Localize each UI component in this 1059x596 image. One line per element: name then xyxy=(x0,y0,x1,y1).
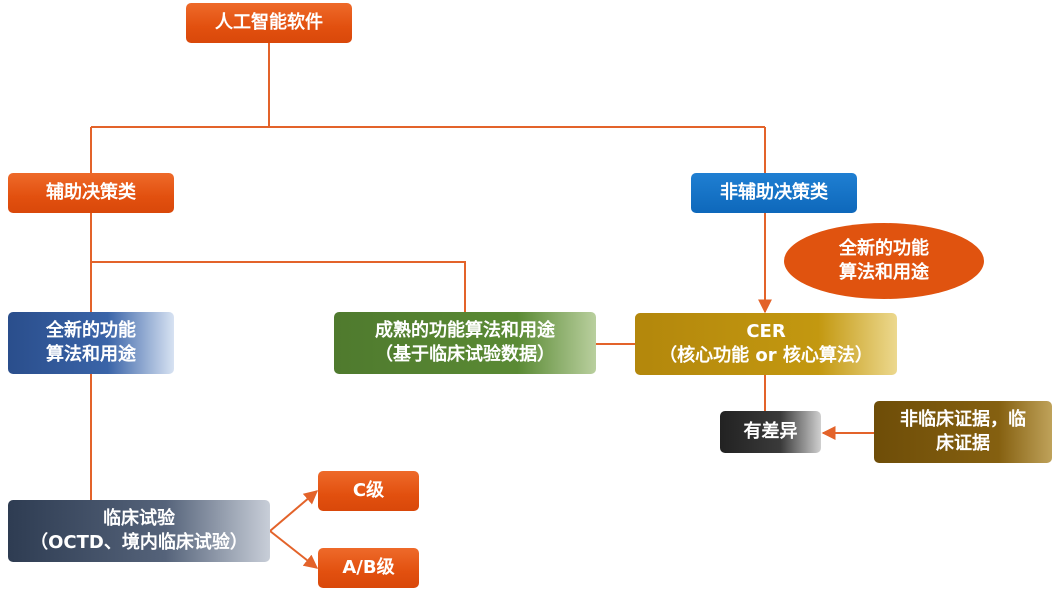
evidence-node: 非临床证据，临 床证据 xyxy=(874,401,1052,463)
cer-line1: CER xyxy=(746,321,786,342)
evidence-line2: 床证据 xyxy=(936,433,990,454)
grade-c-node: C级 xyxy=(318,471,419,511)
new-func-line1: 全新的功能 xyxy=(46,320,136,341)
root-node: 人工智能软件 xyxy=(186,3,352,43)
clinical-trial-line1: 临床试验 xyxy=(103,508,175,529)
clinical-trial-node: 临床试验 （OCTD、境内临床试验） xyxy=(8,500,270,562)
new-func-line2: 算法和用途 xyxy=(46,344,136,365)
mature-func-line2: （基于临床试验数据） xyxy=(375,344,555,365)
mature-func-line1: 成熟的功能算法和用途 xyxy=(375,320,555,341)
aux-decision-label: 辅助决策类 xyxy=(46,182,136,203)
grade-ab-label: A/B级 xyxy=(342,557,395,578)
cer-line2: （核心功能 or 核心算法） xyxy=(659,345,873,366)
new-func-ellipse-line1: 全新的功能 xyxy=(839,238,929,259)
root-label: 人工智能软件 xyxy=(215,12,323,33)
grade-ab-node: A/B级 xyxy=(318,548,419,588)
new-func-ellipse-line2: 算法和用途 xyxy=(839,262,929,283)
cer-node: CER （核心功能 or 核心算法） xyxy=(635,313,897,375)
evidence-line1: 非临床证据，临 xyxy=(900,409,1026,430)
clinical-trial-line2: （OCTD、境内临床试验） xyxy=(30,532,248,553)
aux-decision-node: 辅助决策类 xyxy=(8,173,174,213)
non-aux-decision-node: 非辅助决策类 xyxy=(691,173,857,213)
difference-node: 有差异 xyxy=(720,411,821,453)
trial-to-ab-arrow xyxy=(269,530,319,569)
difference-label: 有差异 xyxy=(743,421,798,442)
aux-branch-line xyxy=(91,261,466,312)
new-func-node: 全新的功能 算法和用途 xyxy=(8,312,174,374)
grade-c-label: C级 xyxy=(352,480,385,501)
trial-to-c-arrow xyxy=(269,490,319,532)
new-func-ellipse: 全新的功能 算法和用途 xyxy=(784,223,984,299)
mature-func-node: 成熟的功能算法和用途 （基于临床试验数据） xyxy=(334,312,596,374)
non-aux-decision-label: 非辅助决策类 xyxy=(720,182,828,203)
